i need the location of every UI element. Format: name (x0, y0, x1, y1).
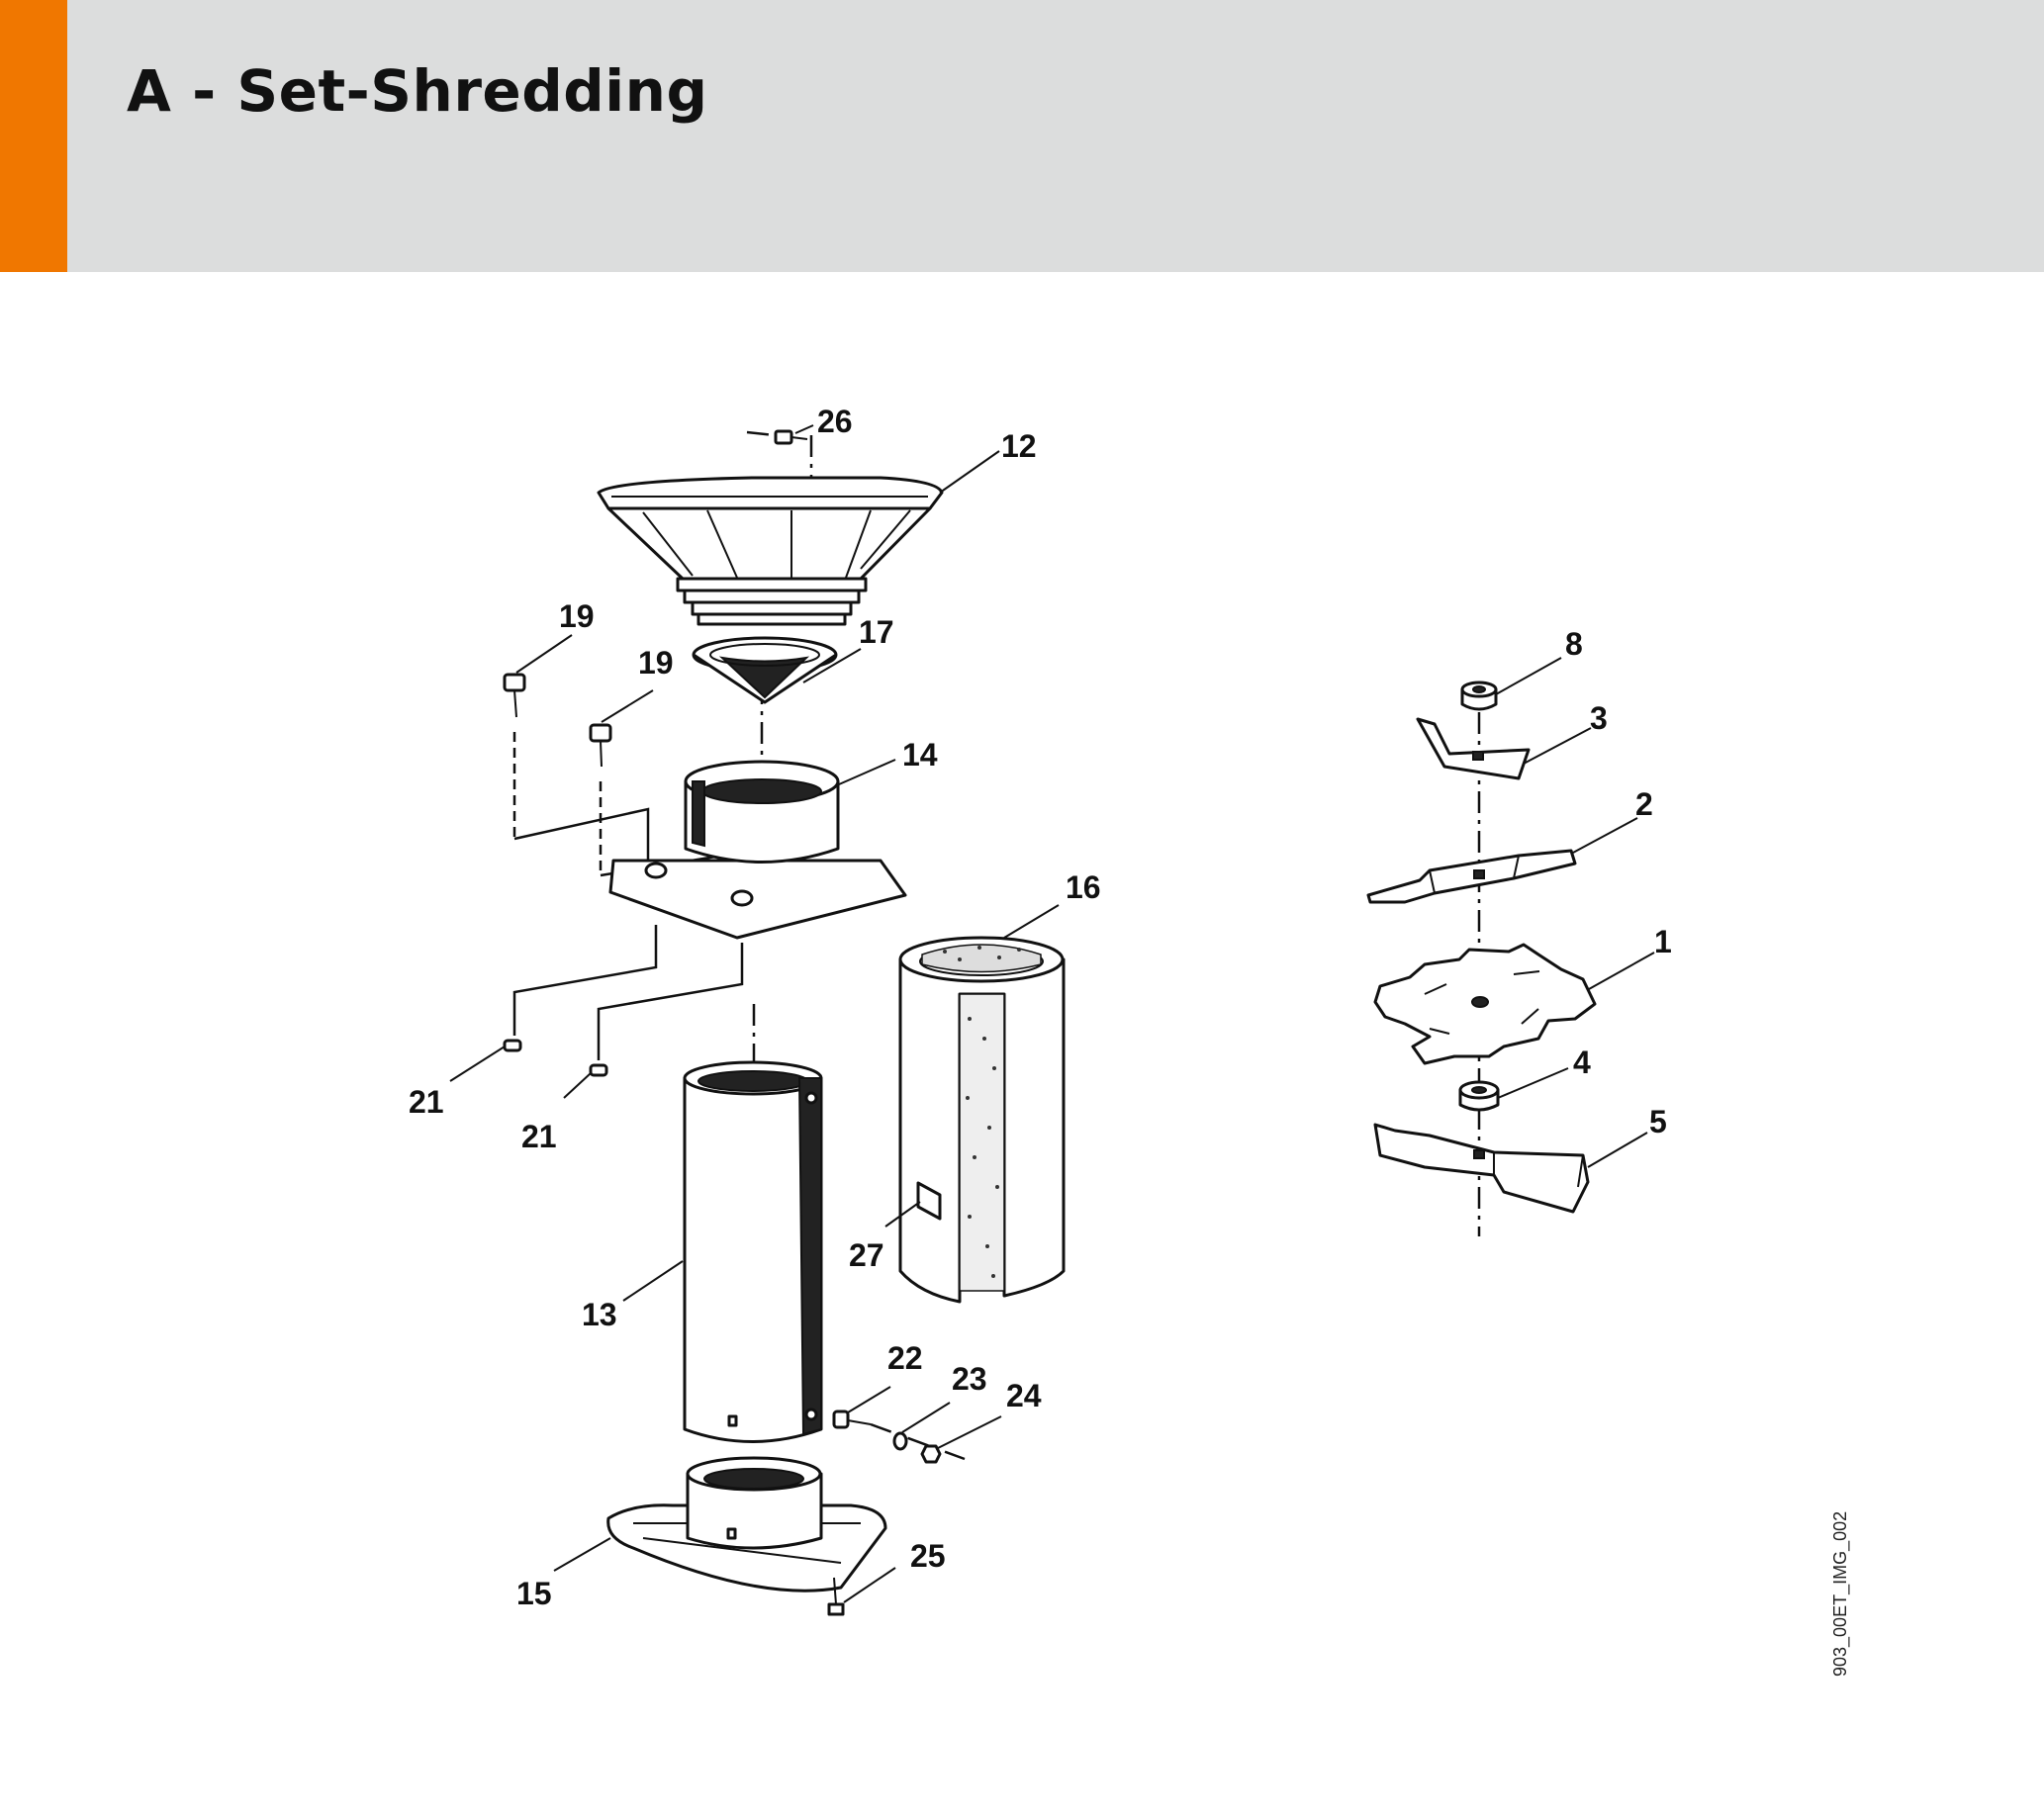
header-bar (0, 0, 2044, 272)
part-13-tube (683, 1060, 823, 1443)
part-14-top-collar (608, 760, 907, 940)
callout-27: 27 (849, 1237, 884, 1273)
part-26-screw (774, 429, 808, 445)
part-2-blade (1366, 849, 1577, 904)
part-5-lower-blade (1373, 1123, 1590, 1214)
part-22-bolt (832, 1410, 872, 1429)
part-15-base (606, 1456, 887, 1592)
callout-26: 26 (817, 404, 853, 439)
leader-lines (449, 424, 1655, 1603)
part-21-plugs (503, 1039, 608, 1077)
part-3-upper-cutter (1416, 717, 1531, 780)
part-4-spacer (1458, 1080, 1500, 1112)
callout-21-right: 21 (521, 1119, 557, 1154)
callout-12: 12 (1001, 428, 1037, 464)
callout-19-left: 19 (559, 598, 595, 634)
callout-16: 16 (1066, 869, 1101, 905)
callout-1: 1 (1654, 924, 1672, 959)
part-23-washer (892, 1431, 908, 1451)
part-8-spacer (1460, 681, 1498, 711)
part-27-label (916, 1181, 942, 1221)
part-17-cone (692, 636, 838, 704)
callout-13: 13 (582, 1297, 617, 1332)
page-title: A - Set-Shredding (127, 57, 708, 125)
part-25-screw (827, 1577, 845, 1616)
callout-2: 2 (1635, 786, 1653, 822)
callout-23: 23 (952, 1361, 987, 1397)
part-16-insulation-sleeve (898, 936, 1066, 1304)
image-reference-code: 903_00ET_IMG_002 (1830, 1511, 1851, 1677)
callout-22: 22 (887, 1340, 923, 1376)
part-1-star-disc (1373, 943, 1597, 1065)
callout-25: 25 (910, 1538, 946, 1574)
right-assembly (1366, 681, 1597, 1236)
part-24-nut (920, 1444, 942, 1464)
callout-19-right: 19 (638, 645, 674, 681)
callout-24: 24 (1006, 1378, 1042, 1413)
callout-14: 14 (902, 737, 938, 773)
accent-strip (0, 0, 67, 272)
part-19-knob-right (589, 723, 612, 875)
callout-17: 17 (859, 614, 894, 650)
callout-15: 15 (516, 1576, 552, 1611)
callout-3: 3 (1590, 700, 1608, 736)
callout-5: 5 (1649, 1104, 1667, 1139)
left-assembly (503, 429, 1066, 1616)
part-19-knob-left (503, 673, 526, 839)
part-12-hopper (597, 476, 944, 626)
callout-21-left: 21 (409, 1084, 444, 1120)
callout-labels: 26 12 19 19 17 14 16 21 21 13 27 22 23 2… (409, 404, 1672, 1611)
callout-4: 4 (1573, 1045, 1591, 1080)
callout-8: 8 (1565, 626, 1583, 662)
